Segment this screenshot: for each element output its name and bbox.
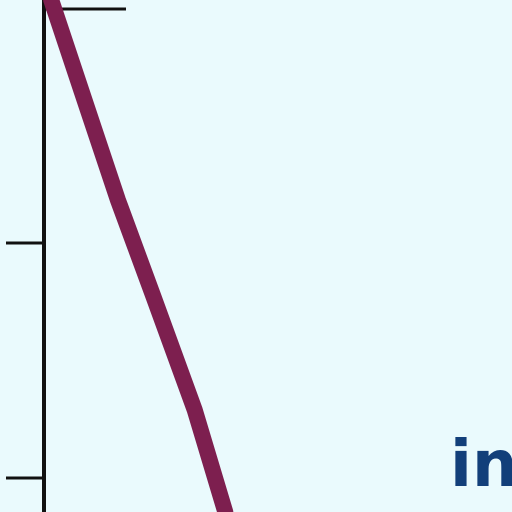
series-1-line — [43, 0, 234, 512]
annotation-text: int — [450, 428, 512, 502]
